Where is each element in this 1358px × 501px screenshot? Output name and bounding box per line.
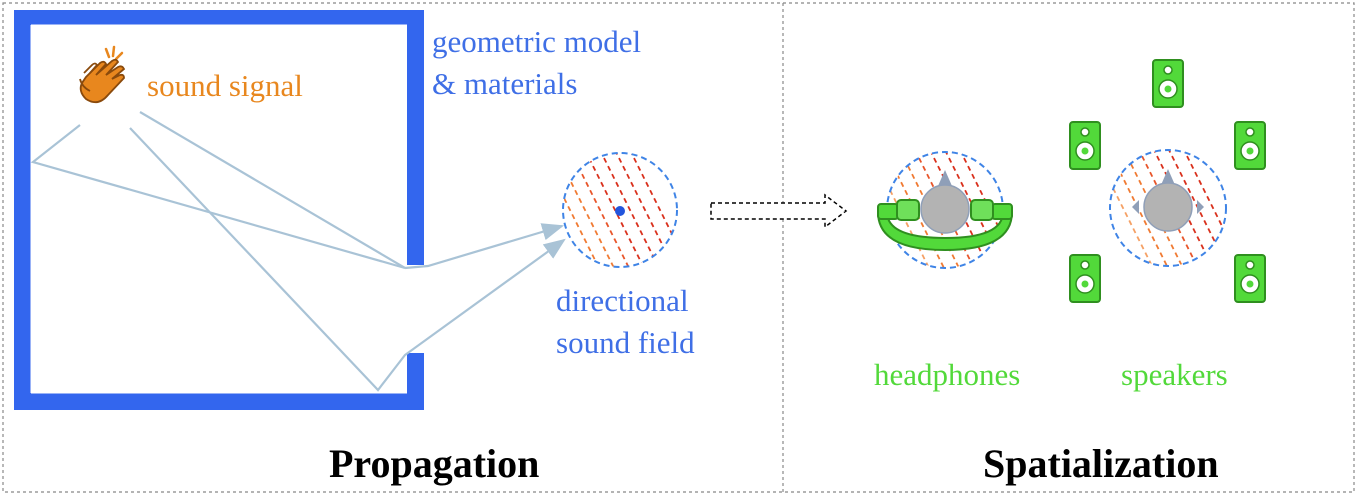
- transition-arrow: [710, 193, 848, 229]
- speaker-icon: [1069, 121, 1101, 170]
- sound-signal-label: sound signal: [147, 68, 303, 103]
- speaker-icon: [1152, 59, 1184, 108]
- wall-left: [14, 10, 31, 410]
- ray-reflected-2: [129, 127, 566, 392]
- sound-rays: [30, 111, 566, 392]
- field-boundary: [562, 152, 678, 268]
- directional-sound-field: [562, 152, 678, 268]
- listener-point: [615, 206, 625, 216]
- speaker-icon: [1234, 121, 1266, 170]
- headphones-listener: [876, 151, 1014, 269]
- clapping-hands-icon: [79, 45, 126, 104]
- sp-field-boundary: [1109, 149, 1227, 267]
- speaker-icons: [1069, 59, 1266, 303]
- headphones-icon: [876, 199, 1014, 252]
- speakers-listener: [1109, 149, 1227, 267]
- speakers-label: speakers: [1121, 357, 1228, 392]
- spatialization-title: Spatialization: [983, 441, 1219, 486]
- sound-field-label: sound field: [556, 325, 695, 360]
- listener-head-icon: [920, 170, 970, 234]
- room-walls: [14, 10, 424, 410]
- listener-head-icon: [1132, 169, 1204, 232]
- ray-1: [30, 124, 406, 270]
- propagation-title: Propagation: [329, 441, 539, 486]
- directional-label: directional: [556, 283, 689, 318]
- headphones-label: headphones: [874, 357, 1020, 392]
- speaker-icon: [1069, 254, 1101, 303]
- ray-2: [139, 111, 406, 269]
- wall-right-upper: [407, 10, 424, 265]
- speaker-icon: [1234, 254, 1266, 303]
- materials-label: & materials: [432, 66, 577, 101]
- panel-borders: [2, 2, 1355, 493]
- wall-top: [14, 10, 424, 25]
- geometric-model-label: geometric model: [432, 24, 641, 59]
- outer-border: [2, 2, 1355, 493]
- wall-bottom: [14, 393, 424, 410]
- wall-right-lower: [407, 353, 424, 410]
- ray-reflected-1: [404, 223, 565, 270]
